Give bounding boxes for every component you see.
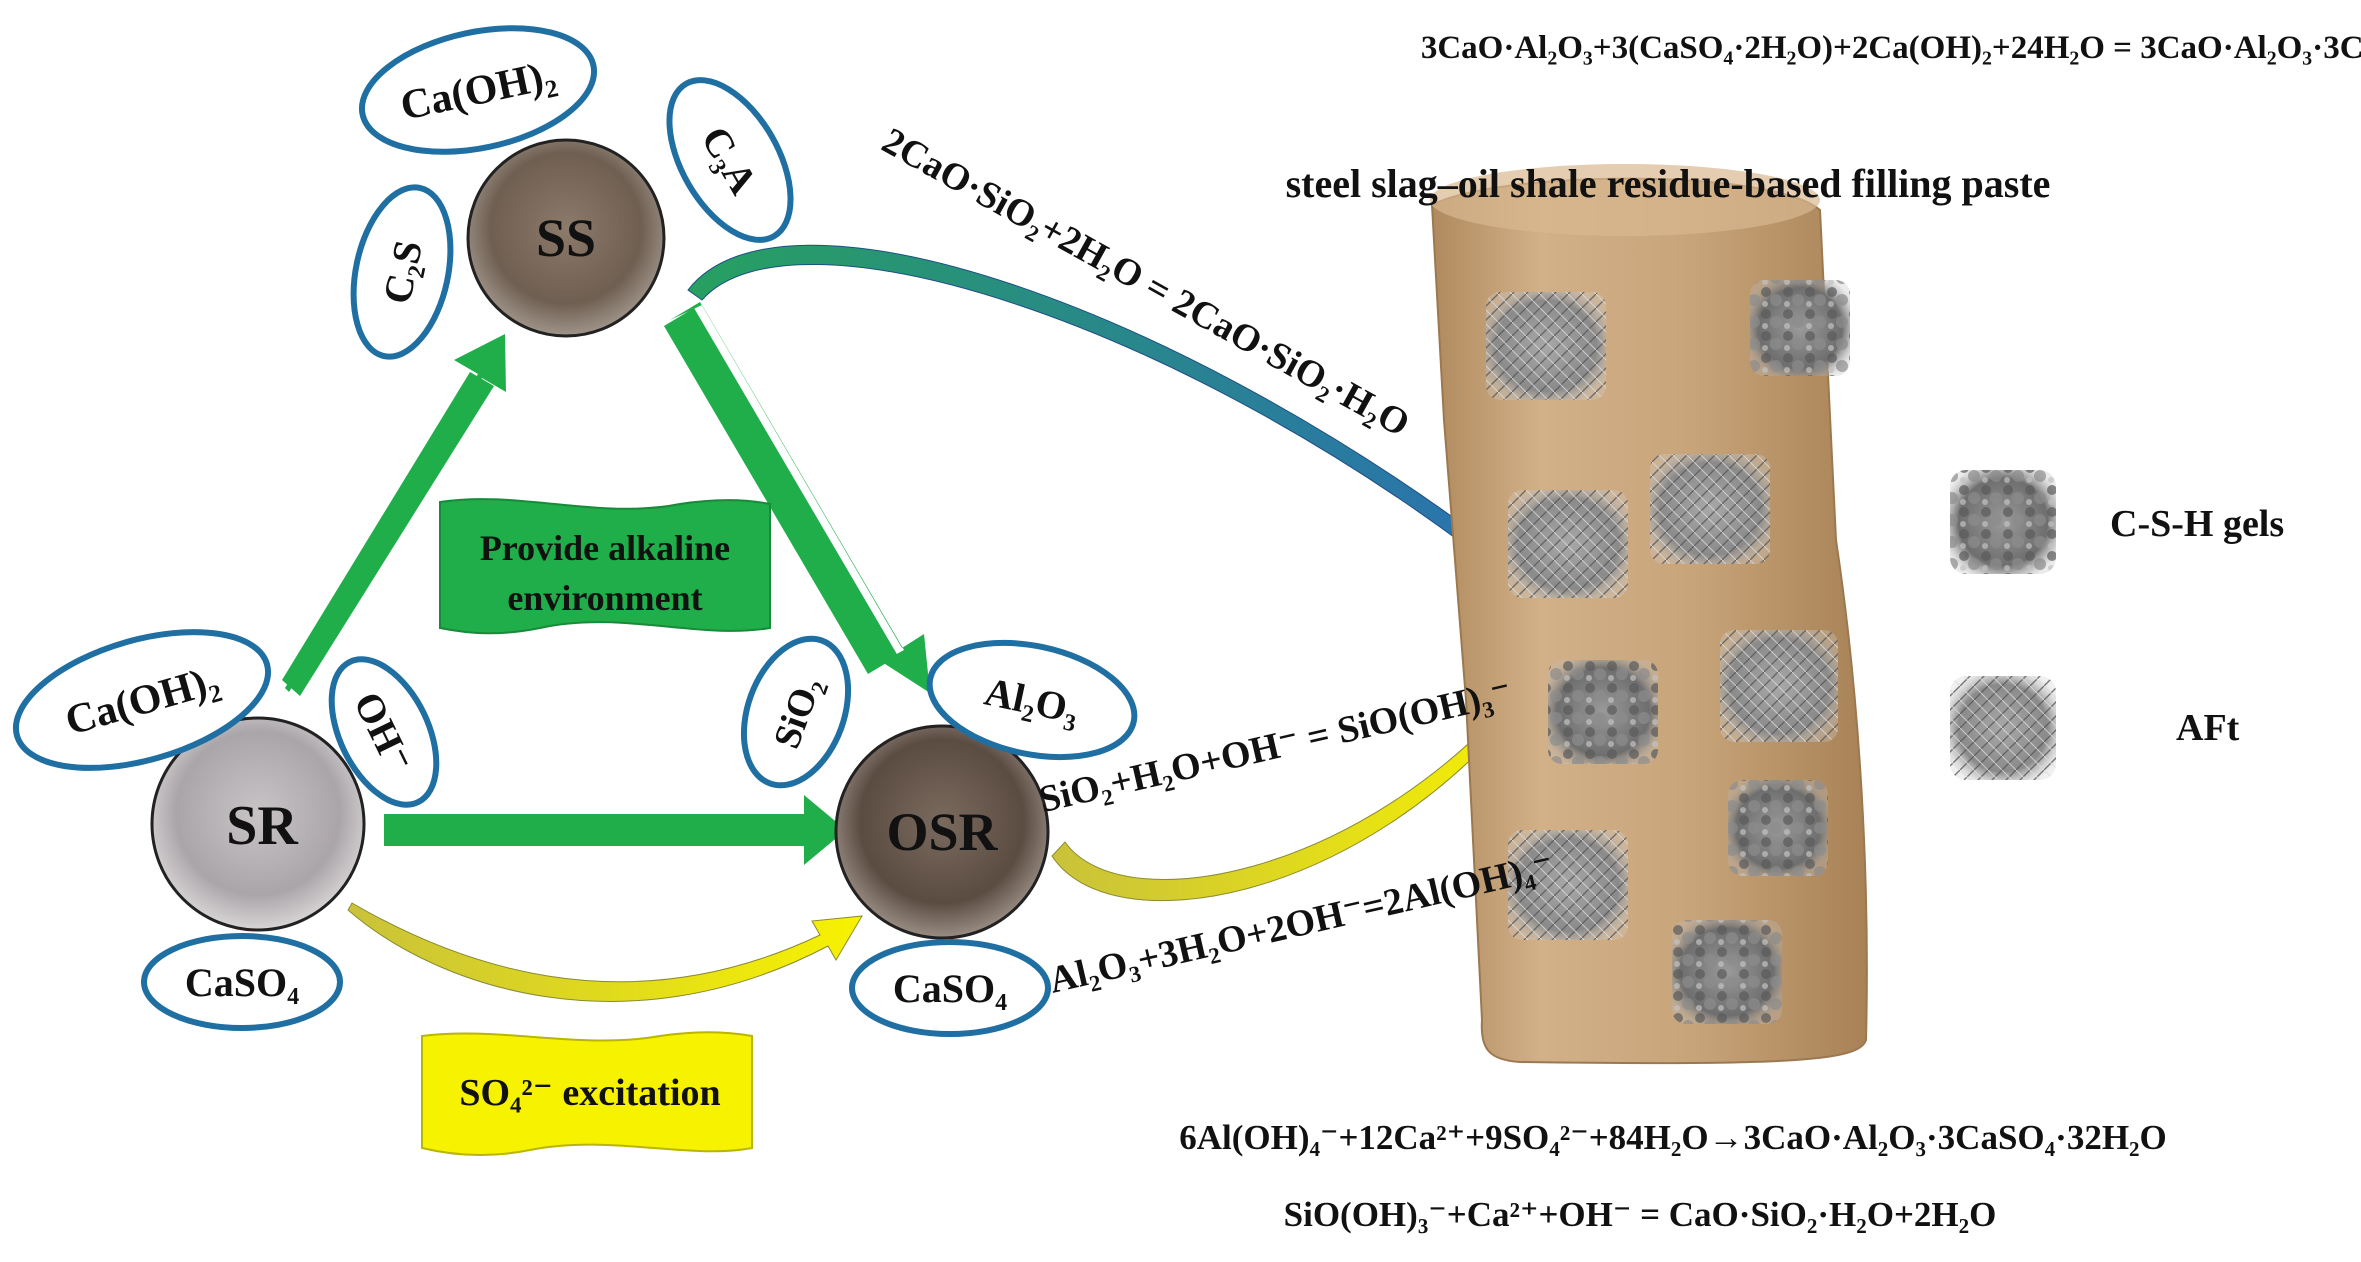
arrow-ss-to-osr	[664, 302, 930, 693]
ss-c2s-ellipse: C₂S	[350, 184, 454, 360]
alkaline-banner: Provide alkaline environment	[439, 498, 771, 635]
legend-aft: AFt	[1950, 676, 2240, 780]
ss-node: SS	[466, 138, 666, 338]
arrow-sr-to-osr-sulfate	[347, 902, 863, 1002]
equation-csh-formation: SiO(OH)₃⁻+Ca²⁺+OH⁻ = CaO·SiO₂·H₂O+2H₂O	[1284, 1195, 1997, 1234]
legend-csh-label: C-S-H gels	[2110, 503, 2284, 545]
column-title: steel slag–oil shale residue-based filli…	[1286, 161, 2051, 206]
osr-node: OSR	[834, 724, 1050, 940]
sr-label: SR	[226, 795, 298, 857]
aft-patch	[1508, 490, 1628, 598]
alkaline-banner-line1: Provide alkaline	[480, 528, 730, 568]
aft-patch	[1508, 830, 1628, 940]
ss-caoh2-ellipse: Ca(OH)₂	[358, 25, 598, 155]
aft-patch	[1486, 292, 1606, 400]
sr-oh-ellipse: OH⁻	[328, 656, 440, 808]
aft-patch	[1720, 630, 1838, 742]
sr-caso4-label: CaSO₄	[185, 960, 299, 1005]
legend-aft-label: AFt	[2176, 707, 2240, 749]
csh-patch	[1548, 660, 1658, 764]
osr-al2o3-ellipse: Al₂O₃	[926, 639, 1138, 761]
sulfate-banner-text: SO₄²⁻ excitation	[459, 1072, 720, 1114]
alkaline-banner-line2: environment	[507, 578, 702, 618]
osr-caso4-ellipse: CaSO₄	[849, 939, 1051, 1037]
sr-caoh2-ellipse: Ca(OH)₂	[12, 629, 272, 771]
osr-caso4-label: CaSO₄	[893, 966, 1007, 1011]
equation-aft-formation: 6Al(OH)₄⁻+12Ca²⁺+9SO₄²⁻+84H₂O→3CaO·Al₂O₃…	[1179, 1118, 2167, 1157]
osr-label: OSR	[886, 802, 998, 862]
sr-caso4-ellipse: CaSO₄	[141, 933, 343, 1031]
equation-aft-from-c3a: 3CaO·Al₂O₃+3(CaSO₄·2H₂O)+2Ca(OH)₂+24H₂O …	[1421, 30, 2361, 66]
arrow-sr-to-osr	[384, 795, 846, 865]
csh-patch	[1672, 920, 1782, 1024]
aft-patch	[1650, 454, 1770, 564]
arrow-sr-to-ss	[282, 334, 506, 696]
csh-patch	[1728, 780, 1828, 876]
legend-csh: C-S-H gels	[1950, 470, 2284, 574]
osr-sio2-ellipse: SiO₂	[740, 635, 852, 789]
ss-label: SS	[536, 208, 596, 268]
csh-patch	[1750, 280, 1850, 376]
ss-c3a-ellipse: C₃A	[666, 77, 794, 243]
sr-node: SR	[150, 716, 366, 932]
sulfate-banner: SO₄²⁻ excitation	[421, 1031, 753, 1157]
